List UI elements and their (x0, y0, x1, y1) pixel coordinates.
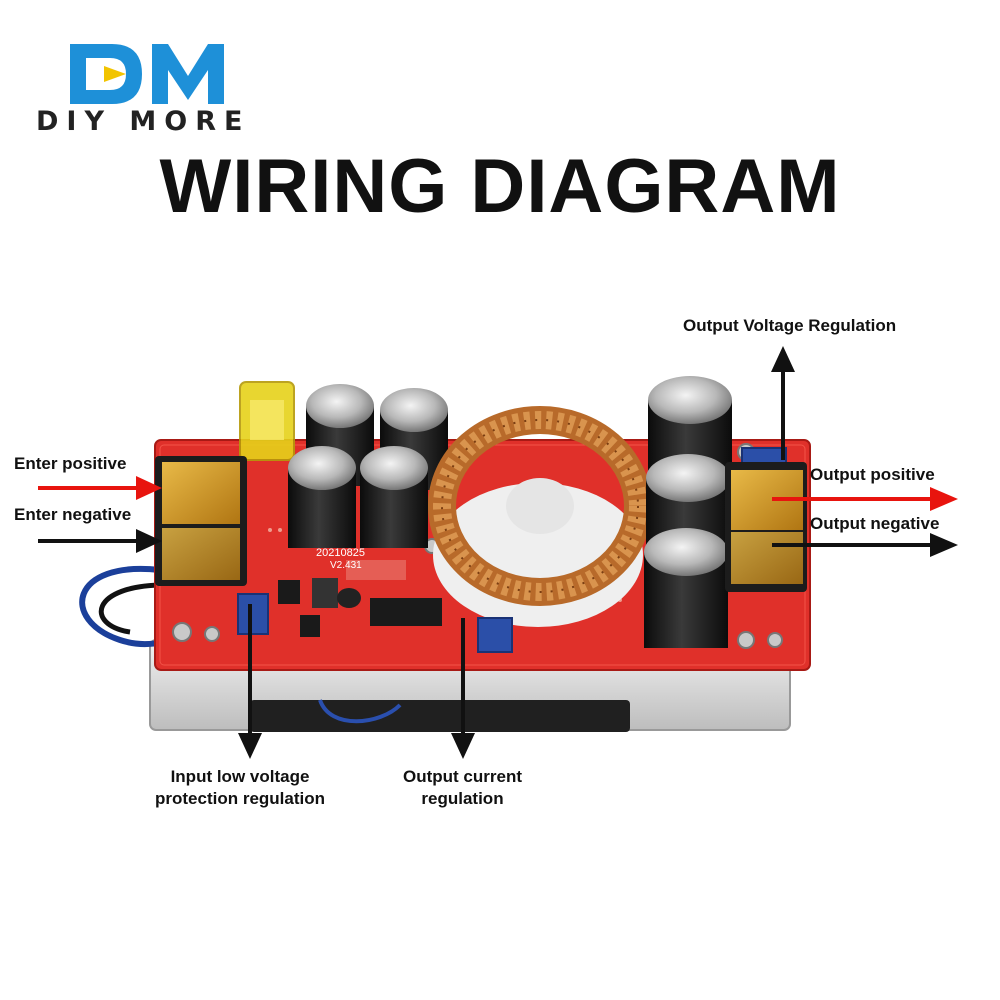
label-output-current-line1: Output current (403, 767, 522, 786)
label-input-low-voltage-line2: protection regulation (155, 789, 325, 808)
fan-wire-black (98, 582, 166, 635)
label-output-current: Output current regulation (380, 766, 545, 810)
toroid-inductor (428, 406, 652, 627)
board-date-code: 20210825 (316, 547, 365, 559)
input-terminal-block (155, 456, 247, 586)
label-enter-positive: Enter positive (14, 454, 127, 473)
label-output-current-line2: regulation (421, 789, 504, 808)
output-capacitors (644, 376, 732, 648)
output-terminal-block (725, 462, 807, 592)
diymore-logo (70, 44, 224, 104)
label-output-negative: Output negative (810, 514, 940, 533)
label-input-low-voltage: Input low voltage protection regulation (140, 766, 340, 810)
control-ics (278, 560, 442, 637)
input-capacitors (288, 384, 448, 548)
board-version: V2.431 (330, 560, 362, 571)
label-output-positive: Output positive (810, 465, 935, 484)
label-output-voltage-regulation: Output Voltage Regulation (683, 316, 897, 335)
label-input-low-voltage-line1: Input low voltage (170, 767, 310, 786)
page-title: WIRING DIAGRAM (159, 144, 841, 229)
label-enter-negative: Enter negative (14, 505, 132, 524)
yellow-connector (239, 381, 295, 461)
brand-name: DIY MORE (36, 106, 251, 137)
